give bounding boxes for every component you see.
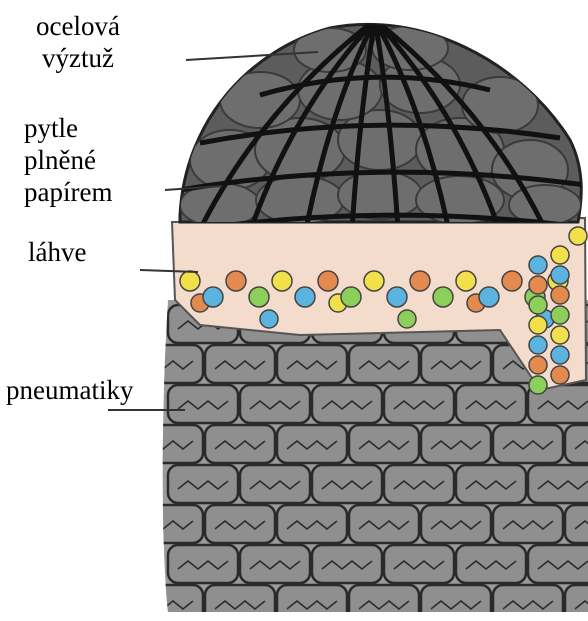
bottle bbox=[387, 287, 407, 307]
bottle bbox=[502, 271, 522, 291]
bottle bbox=[529, 256, 547, 274]
tyre bbox=[133, 345, 203, 383]
tyre bbox=[240, 545, 310, 583]
bottle bbox=[433, 287, 453, 307]
bottle bbox=[226, 271, 246, 291]
paper-bag bbox=[338, 171, 422, 219]
tyre bbox=[168, 545, 238, 583]
bottle bbox=[551, 266, 569, 284]
tyre bbox=[421, 585, 491, 621]
tyre bbox=[349, 585, 419, 621]
tyre bbox=[312, 385, 382, 423]
bottle bbox=[551, 246, 569, 264]
label-bottles: láhve bbox=[28, 236, 86, 268]
tyre bbox=[205, 345, 275, 383]
tyre bbox=[456, 465, 526, 503]
tyre bbox=[240, 465, 310, 503]
tyre bbox=[168, 385, 238, 423]
tyre bbox=[349, 425, 419, 463]
label-steel-line2: výztuž bbox=[36, 42, 120, 74]
tyre bbox=[205, 585, 275, 621]
tyre bbox=[528, 545, 588, 583]
bottle bbox=[551, 326, 569, 344]
tyre bbox=[277, 505, 347, 543]
tyre bbox=[312, 465, 382, 503]
bottle bbox=[551, 286, 569, 304]
tyre bbox=[384, 545, 454, 583]
tyre bbox=[493, 585, 563, 621]
tyre bbox=[133, 585, 203, 621]
bottle bbox=[341, 287, 361, 307]
bottle bbox=[180, 271, 200, 291]
bottle bbox=[203, 287, 223, 307]
tyre bbox=[168, 465, 238, 503]
bottle bbox=[529, 376, 547, 394]
tyre bbox=[384, 385, 454, 423]
label-steel-line1: ocelová bbox=[36, 10, 120, 42]
label-tyres: pneumatiky bbox=[6, 374, 133, 406]
bottle bbox=[551, 346, 569, 364]
bottle bbox=[272, 271, 292, 291]
label-bags-line2: plněné bbox=[24, 144, 112, 176]
tyre bbox=[277, 345, 347, 383]
bottle bbox=[529, 316, 547, 334]
tyre bbox=[133, 425, 203, 463]
bottle bbox=[529, 296, 547, 314]
tyre bbox=[277, 585, 347, 621]
tyre bbox=[421, 505, 491, 543]
tyre bbox=[205, 505, 275, 543]
bottle bbox=[456, 271, 476, 291]
tyre bbox=[565, 425, 588, 463]
tyre bbox=[205, 425, 275, 463]
tyre bbox=[384, 465, 454, 503]
bottle bbox=[479, 287, 499, 307]
tyre bbox=[349, 505, 419, 543]
bottle bbox=[249, 287, 269, 307]
tyre bbox=[493, 425, 563, 463]
tyre bbox=[421, 345, 491, 383]
bottle bbox=[364, 271, 384, 291]
label-bags-line3: papírem bbox=[24, 176, 112, 208]
label-bags-line1: pytle bbox=[24, 112, 112, 144]
bottle bbox=[551, 306, 569, 324]
tyre bbox=[456, 545, 526, 583]
bottle bbox=[410, 271, 430, 291]
bottle bbox=[551, 366, 569, 384]
tyre bbox=[456, 385, 526, 423]
bottle bbox=[529, 356, 547, 374]
label-paper-bags: pytle plněné papírem bbox=[24, 112, 112, 208]
bottle bbox=[569, 227, 587, 245]
bottle bbox=[318, 271, 338, 291]
tyre bbox=[421, 425, 491, 463]
tyre bbox=[565, 585, 588, 621]
tyre bbox=[312, 545, 382, 583]
bottle bbox=[529, 336, 547, 354]
bottle bbox=[398, 310, 416, 328]
tyre bbox=[565, 505, 588, 543]
tyre bbox=[277, 425, 347, 463]
tyre bbox=[493, 505, 563, 543]
label-steel-reinforcement: ocelová výztuž bbox=[36, 10, 120, 74]
bottle bbox=[260, 310, 278, 328]
tyre bbox=[133, 505, 203, 543]
tyre bbox=[240, 385, 310, 423]
tyre bbox=[349, 345, 419, 383]
bottle bbox=[295, 287, 315, 307]
bottle bbox=[529, 276, 547, 294]
tyre bbox=[528, 465, 588, 503]
